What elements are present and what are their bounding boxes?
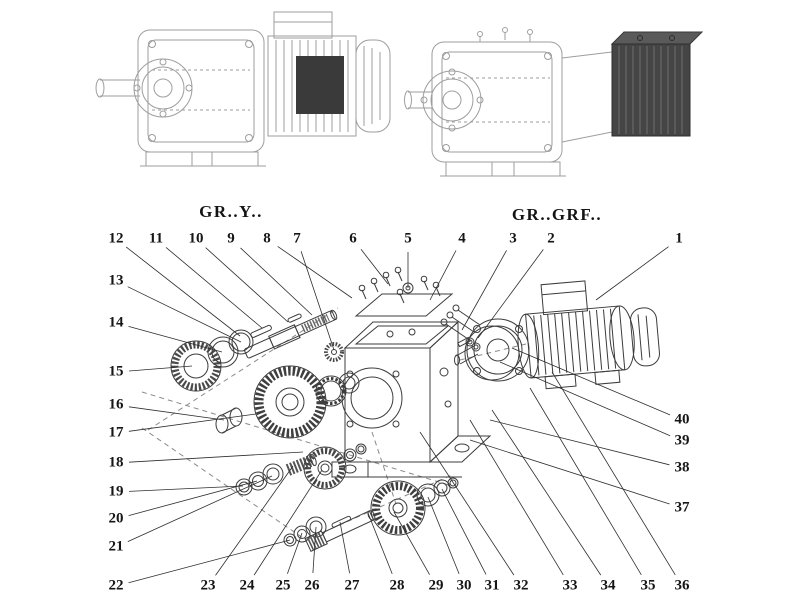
gearmotor-left-drawing xyxy=(95,11,391,167)
callout-36: 36 xyxy=(673,577,691,594)
left-motor xyxy=(267,11,391,137)
motor-assembly xyxy=(440,280,660,390)
callout-39: 39 xyxy=(673,432,691,449)
output-shaft-assembly xyxy=(283,477,459,553)
cover-plate-and-bolts xyxy=(354,266,454,317)
housing xyxy=(331,320,492,478)
callout-15: 15 xyxy=(107,363,125,380)
callout-9: 9 xyxy=(226,230,236,247)
callout-29: 29 xyxy=(427,577,445,594)
callout-6: 6 xyxy=(348,230,358,247)
bolts xyxy=(358,266,441,304)
callout-25: 25 xyxy=(274,577,292,594)
callout-20: 20 xyxy=(107,510,125,527)
callout-35: 35 xyxy=(639,577,657,594)
callout-10: 10 xyxy=(187,230,205,247)
callout-19: 19 xyxy=(107,483,125,500)
left-view-label: GR..Y.. xyxy=(199,202,263,221)
right-cover-box xyxy=(610,31,704,137)
callout-1: 1 xyxy=(674,230,684,247)
leader-lines xyxy=(125,246,676,584)
exploded-assembly xyxy=(141,266,660,553)
callout-13: 13 xyxy=(107,272,125,289)
callout-31: 31 xyxy=(483,577,501,594)
intermediate-gear-cluster xyxy=(235,443,367,496)
callout-21: 21 xyxy=(107,538,125,555)
callout-7: 7 xyxy=(292,230,302,247)
callout-3: 3 xyxy=(508,230,518,247)
callout-40: 40 xyxy=(673,411,691,428)
callout-23: 23 xyxy=(199,577,217,594)
callout-34: 34 xyxy=(599,577,617,594)
callout-37: 37 xyxy=(673,499,691,516)
input-shaft xyxy=(244,309,338,359)
callout-24: 24 xyxy=(238,577,256,594)
callout-8: 8 xyxy=(262,230,272,247)
gearmotor-right-drawing xyxy=(404,27,704,177)
callout-26: 26 xyxy=(303,577,321,594)
callout-22: 22 xyxy=(107,577,125,594)
callout-30: 30 xyxy=(455,577,473,594)
callout-18: 18 xyxy=(107,454,125,471)
callout-4: 4 xyxy=(457,230,467,247)
callout-2: 2 xyxy=(546,230,556,247)
callout-16: 16 xyxy=(107,396,125,413)
callout-33: 33 xyxy=(561,577,579,594)
callout-38: 38 xyxy=(673,459,691,476)
callout-17: 17 xyxy=(107,424,125,441)
callout-32: 32 xyxy=(512,577,530,594)
callout-11: 11 xyxy=(147,230,165,247)
motor xyxy=(517,280,660,390)
callout-14: 14 xyxy=(107,314,125,331)
callout-28: 28 xyxy=(388,577,406,594)
callout-5: 5 xyxy=(403,230,413,247)
callout-27: 27 xyxy=(343,577,361,594)
right-view-label: GR..GRF.. xyxy=(511,205,603,224)
callout-12: 12 xyxy=(107,230,125,247)
left-ring-cluster xyxy=(170,329,254,392)
large-gear xyxy=(215,365,360,439)
